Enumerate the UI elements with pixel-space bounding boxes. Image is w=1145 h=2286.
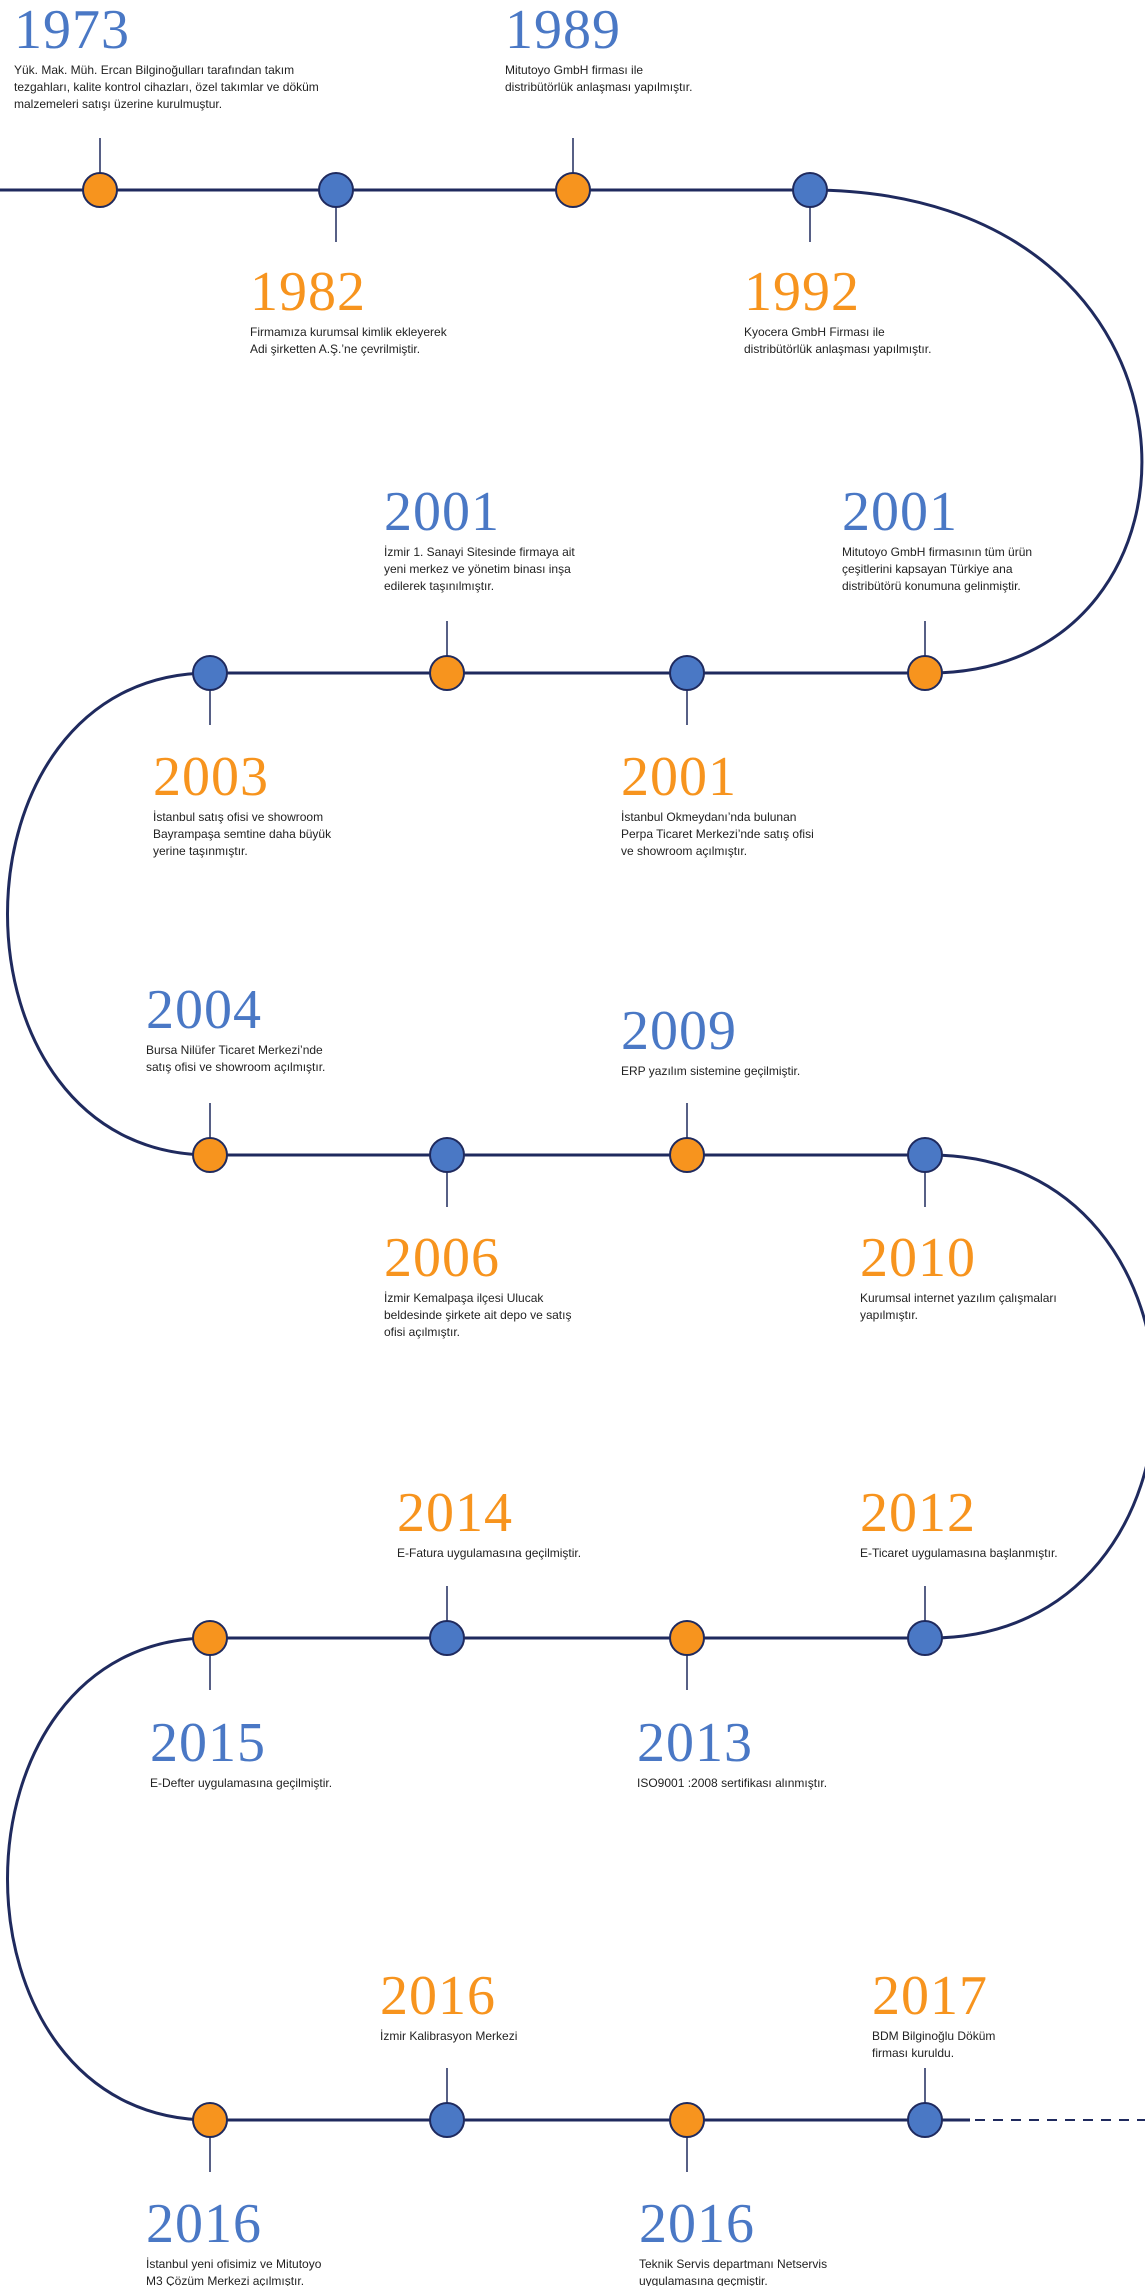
event-description: İzmir Kalibrasyon Merkezi bbox=[380, 2029, 518, 2043]
event-year: 2012 bbox=[860, 1482, 976, 1544]
event-year: 1982 bbox=[250, 261, 366, 323]
event-year: 2017 bbox=[872, 1965, 988, 2027]
event-description: E-Ticaret uygulamasına başlanmıştır. bbox=[860, 1546, 1058, 1560]
timeline-node bbox=[669, 1137, 705, 1173]
event-description: BDM Bilginoğlu Döküm firması kuruldu. bbox=[872, 2029, 996, 2060]
event-2001-perpa: 2001 İstanbul Okmeydanı’nda bulunan Perp… bbox=[621, 749, 814, 860]
timeline-node bbox=[669, 2102, 705, 2138]
event-description: E-Fatura uygulamasına geçilmiştir. bbox=[397, 1546, 582, 1560]
event-2006: 2006 İzmir Kemalpaşa ilçesi Ulucak belde… bbox=[384, 1230, 571, 1341]
event-2014: 2014 E-Fatura uygulamasına geçilmiştir. bbox=[397, 1485, 581, 1562]
event-2016-istanbul: 2016 İstanbul yeni ofisimiz ve Mitutoyo … bbox=[146, 2196, 321, 2286]
event-year: 2015 bbox=[150, 1712, 266, 1774]
event-year: 2009 bbox=[621, 1000, 737, 1062]
event-year: 2014 bbox=[397, 1482, 513, 1544]
event-description: Kurumsal internet yazılım çalışmaları ya… bbox=[860, 1291, 1057, 1322]
event-description: Kyocera GmbH Firması ile distribütörlük … bbox=[744, 325, 932, 356]
timeline-node bbox=[429, 655, 465, 691]
event-description: Mitutoyo GmbH firması ile distribütörlük… bbox=[505, 63, 693, 94]
event-description: ERP yazılım sistemine geçilmiştir. bbox=[621, 1064, 801, 1078]
event-year: 1973 bbox=[14, 0, 130, 61]
event-2017: 2017 BDM Bilginoğlu Döküm firması kuruld… bbox=[872, 1968, 995, 2062]
event-year: 2003 bbox=[153, 746, 269, 808]
event-year: 2016 bbox=[146, 2193, 262, 2255]
timeline-node bbox=[429, 1137, 465, 1173]
event-year: 1992 bbox=[744, 261, 860, 323]
event-1989: 1989 Mitutoyo GmbH firması ile distribüt… bbox=[505, 2, 692, 96]
event-2016-teknik: 2016 Teknik Servis departmanı Netservis … bbox=[639, 2196, 827, 2286]
timeline-node bbox=[792, 172, 828, 208]
timeline-node bbox=[192, 655, 228, 691]
event-1973: 1973 Yük. Mak. Müh. Ercan Bilginoğulları… bbox=[14, 2, 319, 113]
event-year: 1989 bbox=[505, 0, 621, 61]
timeline-node bbox=[907, 2102, 943, 2138]
event-description: İzmir 1. Sanayi Sitesinde firmaya ait ye… bbox=[384, 545, 575, 593]
timeline-node bbox=[555, 172, 591, 208]
event-description: İzmir Kemalpaşa ilçesi Ulucak beldesinde… bbox=[384, 1291, 572, 1339]
event-year: 2006 bbox=[384, 1227, 500, 1289]
timeline-node bbox=[907, 1620, 943, 1656]
timeline-node bbox=[192, 1137, 228, 1173]
event-2003: 2003 İstanbul satış ofisi ve showroom Ba… bbox=[153, 749, 331, 860]
event-year: 2016 bbox=[380, 1965, 496, 2027]
event-year: 2001 bbox=[621, 746, 737, 808]
timeline-node bbox=[669, 1620, 705, 1656]
event-1992: 1992 Kyocera GmbH Firması ile distribütö… bbox=[744, 264, 931, 358]
timeline-node bbox=[429, 2102, 465, 2138]
timeline-node bbox=[669, 655, 705, 691]
timeline-node bbox=[82, 172, 118, 208]
event-1982: 1982 Firmamıza kurumsal kimlik ekleyerek… bbox=[250, 264, 447, 358]
event-2015: 2015 E-Defter uygulamasına geçilmiştir. bbox=[150, 1715, 332, 1792]
event-2012: 2012 E-Ticaret uygulamasına başlanmıştır… bbox=[860, 1485, 1058, 1562]
event-2004: 2004 Bursa Nilüfer Ticaret Merkezi’nde s… bbox=[146, 982, 325, 1076]
event-2013: 2013 ISO9001 :2008 sertifikası alınmıştı… bbox=[637, 1715, 827, 1792]
timeline-node bbox=[192, 2102, 228, 2138]
timeline-line bbox=[0, 188, 1145, 2122]
event-description: Bursa Nilüfer Ticaret Merkezi’nde satış … bbox=[146, 1043, 326, 1074]
event-description: İstanbul satış ofisi ve showroom Bayramp… bbox=[153, 810, 332, 858]
event-year: 2001 bbox=[384, 481, 500, 543]
event-2001-izmir: 2001 İzmir 1. Sanayi Sitesinde firmaya a… bbox=[384, 484, 575, 595]
timeline-node bbox=[907, 655, 943, 691]
event-description: E-Defter uygulamasına geçilmiştir. bbox=[150, 1776, 333, 1790]
event-description: İstanbul Okmeydanı’nda bulunan Perpa Tic… bbox=[621, 810, 814, 858]
event-description: ISO9001 :2008 sertifikası alınmıştır. bbox=[637, 1776, 828, 1790]
event-year: 2016 bbox=[639, 2193, 755, 2255]
event-2016-izmir: 2016 İzmir Kalibrasyon Merkezi bbox=[380, 1968, 517, 2045]
event-year: 2001 bbox=[842, 481, 958, 543]
event-description: Teknik Servis departmanı Netservis uygul… bbox=[639, 2257, 828, 2286]
event-description: Firmamıza kurumsal kimlik ekleyerek Adi … bbox=[250, 325, 447, 356]
event-year: 2013 bbox=[637, 1712, 753, 1774]
timeline-node bbox=[429, 1620, 465, 1656]
event-2010: 2010 Kurumsal internet yazılım çalışmala… bbox=[860, 1230, 1057, 1324]
event-year: 2004 bbox=[146, 979, 262, 1041]
timeline-node bbox=[318, 172, 354, 208]
event-description: Yük. Mak. Müh. Ercan Bilginoğulları tara… bbox=[14, 63, 319, 111]
timeline-node bbox=[907, 1137, 943, 1173]
event-2009: 2009 ERP yazılım sistemine geçilmiştir. bbox=[621, 1003, 800, 1080]
event-year: 2010 bbox=[860, 1227, 976, 1289]
timeline-node bbox=[192, 1620, 228, 1656]
event-description: İstanbul yeni ofisimiz ve Mitutoyo M3 Çö… bbox=[146, 2257, 322, 2286]
event-description: Mitutoyo GmbH firmasının tüm ürün çeşitl… bbox=[842, 545, 1033, 593]
event-2001-mitutoyo: 2001 Mitutoyo GmbH firmasının tüm ürün ç… bbox=[842, 484, 1032, 595]
